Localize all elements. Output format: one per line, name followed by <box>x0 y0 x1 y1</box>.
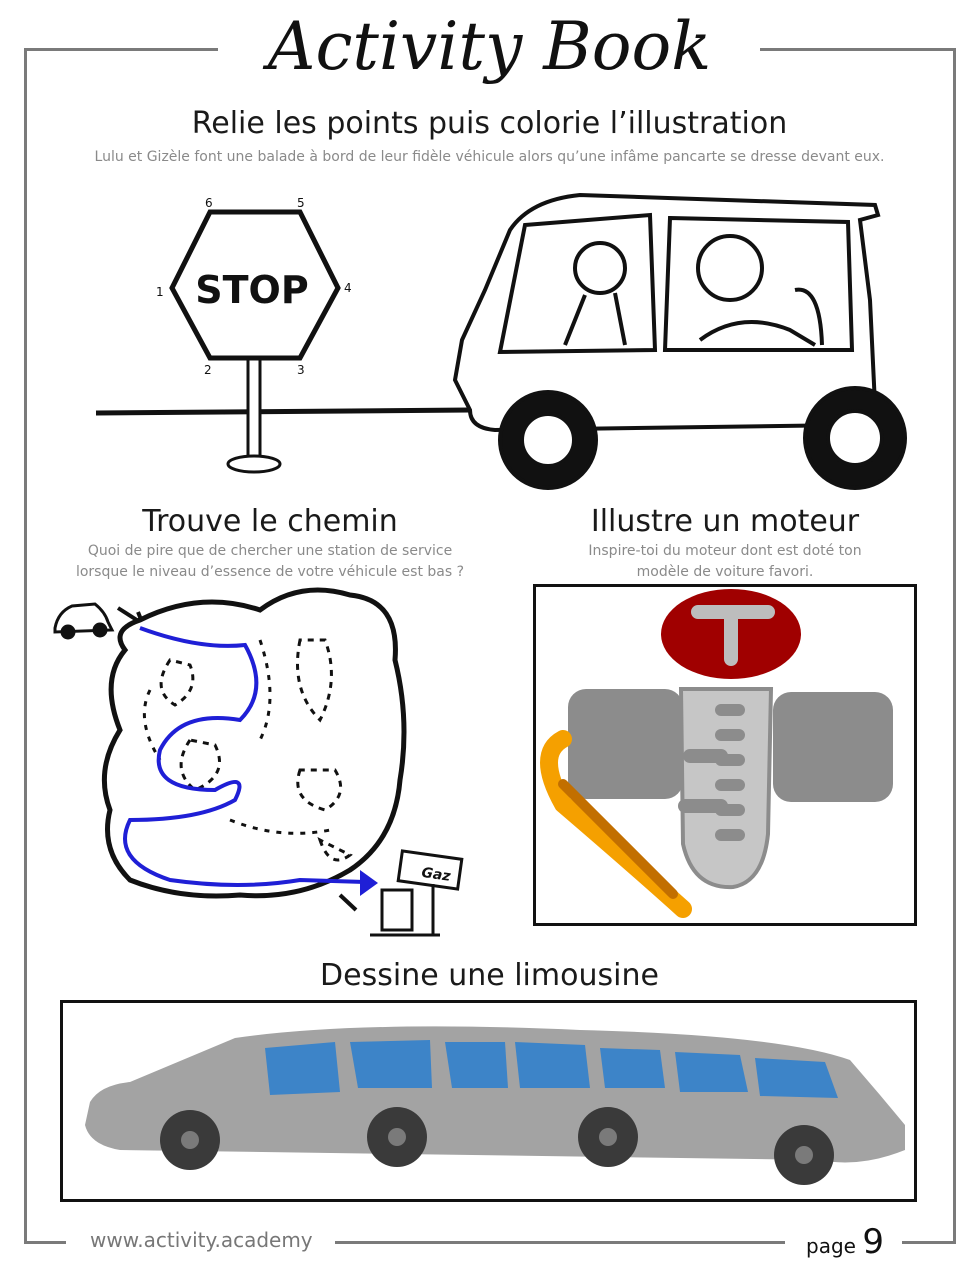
dot-number-1: 1 <box>156 285 164 299</box>
dot-number-5: 5 <box>297 196 305 210</box>
frame-bottom-left <box>24 1241 66 1244</box>
frame-bottom-right <box>902 1241 956 1244</box>
connect-dots-subtitle: Lulu et Gizèle font une balade à bord de… <box>94 149 885 165</box>
frame-bottom-mid <box>335 1241 785 1244</box>
engine-drawing <box>540 589 893 918</box>
footer-website-url[interactable]: www.activity.academy <box>90 1228 313 1252</box>
frame-top-left <box>24 48 218 51</box>
frame-right <box>953 48 956 1244</box>
engine-subtitle-line2: modèle de voiture favori. <box>636 564 814 580</box>
gas-station-label: Gaz <box>420 865 452 885</box>
engine-subtitle-line1: Inspire-toi du moteur dont est doté ton <box>588 543 862 559</box>
stop-sign-scene: STOP 1 2 3 4 5 6 <box>95 192 907 490</box>
page-title: Activity Book <box>267 8 712 85</box>
maze-subtitle-line2: lorsque le niveau d’essence de votre véh… <box>75 564 465 580</box>
dot-number-2: 2 <box>204 363 212 377</box>
car-icon <box>53 602 115 640</box>
limousine-drawing-box[interactable] <box>60 1000 917 1202</box>
frame-left <box>24 48 27 1244</box>
footer-page-number: 9 <box>862 1222 884 1262</box>
connect-dots-title: Relie les points puis colorie l’illustra… <box>191 106 788 141</box>
stop-hexagon <box>169 209 341 361</box>
limousine-drawing <box>85 1026 905 1185</box>
dot-number-4: 4 <box>344 281 352 295</box>
footer-page-indicator: page 9 <box>806 1222 884 1262</box>
engine-title: Illustre un moteur <box>590 504 860 539</box>
dot-number-6: 6 <box>205 196 213 210</box>
gas-station-icon <box>370 849 464 937</box>
frame-top-right <box>760 48 956 51</box>
footer-page-label: page <box>806 1234 856 1258</box>
dot-number-3: 3 <box>297 363 305 377</box>
maze-subtitle-line1: Quoi de pire que de chercher une station… <box>87 543 453 559</box>
maze-title: Trouve le chemin <box>142 504 398 539</box>
engine-drawing-box[interactable] <box>533 584 917 926</box>
van-illustration <box>452 192 907 490</box>
stop-sign-text: STOP <box>195 268 308 312</box>
maze-solution-path <box>123 626 366 887</box>
limousine-title: Dessine une limousine <box>320 958 659 993</box>
